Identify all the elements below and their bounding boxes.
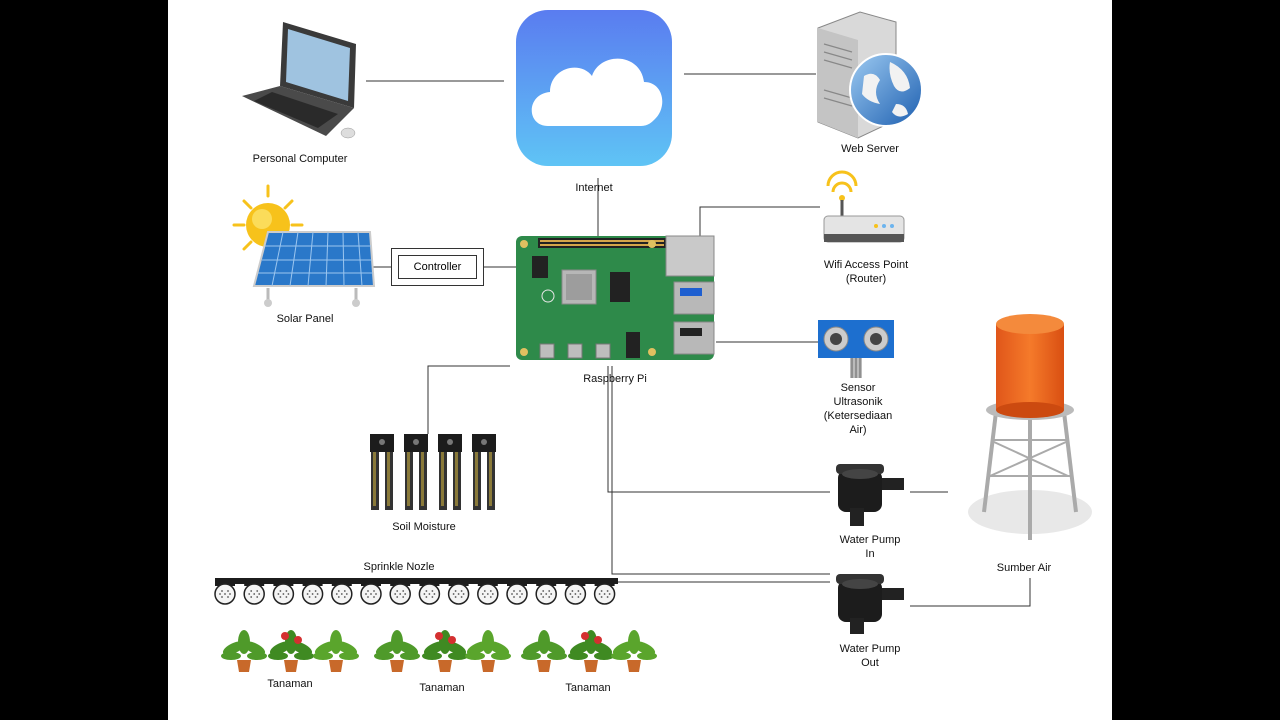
line-pi-pump-out: [611, 366, 830, 575]
label-sensor-line3: (Ketersediaan: [823, 410, 893, 422]
connection-lines: [366, 73, 1031, 607]
plant-7: [521, 630, 567, 672]
soil-probe-4: [472, 434, 496, 510]
plant-5: [422, 630, 468, 672]
label-raspberry-pi: Raspberry Pi: [583, 373, 647, 385]
plant-2: [268, 630, 314, 672]
nozzle-10: [477, 578, 499, 605]
plant-3: [313, 630, 359, 672]
label-internet: Internet: [575, 182, 613, 194]
nozzle-14: [593, 578, 616, 605]
label-water-pump-in: Water Pump In: [820, 533, 920, 561]
plant-1: [221, 630, 267, 672]
server-globe-icon: [817, 11, 923, 139]
label-sprinkle-nozzle: Sprinkle Nozle: [363, 561, 435, 573]
plant-9: [611, 630, 657, 672]
sprinkler-nozzle-row: [214, 578, 618, 605]
plant-row: [221, 630, 657, 672]
label-wifi-line2: (Router): [845, 273, 887, 285]
plant-6: [465, 630, 511, 672]
label-tanaman-2: Tanaman: [419, 682, 465, 694]
ultrasonic-sensor-icon: [818, 320, 894, 378]
label-solar-panel: Solar Panel: [276, 313, 334, 325]
water-pump-in-icon: [836, 464, 904, 526]
label-pump-out-line2: Out: [861, 657, 879, 669]
label-sensor-line2: Ultrasonik: [833, 396, 883, 408]
nozzle-7: [389, 578, 411, 605]
label-soil-moisture: Soil Moisture: [392, 521, 456, 533]
nozzle-3: [272, 578, 295, 605]
diagram-svg: [214, 10, 1092, 672]
soil-probe-3: [438, 434, 462, 510]
laptop-icon: [242, 22, 356, 139]
line-pi-router: [699, 206, 820, 236]
nozzle-6: [360, 578, 382, 605]
label-sumber-air: Sumber Air: [996, 562, 1052, 574]
nozzle-5: [331, 578, 353, 605]
line-pi-soil: [427, 365, 510, 434]
plant-8: [568, 630, 614, 672]
cloud-icon: [516, 10, 672, 166]
nozzle-13: [564, 578, 587, 605]
nozzle-4: [301, 578, 324, 605]
label-wifi-line1: Wifi Access Point: [823, 259, 909, 271]
label-sensor-line4: Air): [849, 424, 867, 436]
label-water-pump-out: Water Pump Out: [820, 642, 920, 670]
label-tanaman-3: Tanaman: [565, 682, 611, 694]
label-ultrasonic-sensor: Sensor Ultrasonik (Ketersediaan Air): [808, 381, 908, 437]
soil-probe-1: [370, 434, 394, 510]
nozzle-1: [214, 578, 236, 605]
nozzle-12: [535, 578, 557, 605]
solar-panel-icon: [252, 231, 376, 307]
diagram-canvas: Controller Personal Computer Internet We…: [168, 0, 1112, 720]
label-web-server: Web Server: [841, 143, 899, 155]
controller-box: Controller: [391, 248, 484, 286]
plant-4: [374, 630, 420, 672]
label-tanaman-1: Tanaman: [267, 678, 313, 690]
label-pump-in-line1: Water Pump: [839, 534, 901, 546]
nozzle-8: [418, 578, 441, 605]
label-sensor-line1: Sensor: [840, 382, 876, 394]
label-pump-in-line2: In: [865, 548, 875, 560]
nozzle-9: [447, 578, 470, 605]
water-pump-out-icon: [836, 574, 904, 634]
label-wifi-access-point: Wifi Access Point (Router): [804, 258, 928, 286]
soil-probe-2: [404, 434, 428, 510]
nozzle-2: [243, 578, 265, 605]
raspberry-pi-board: [516, 235, 715, 360]
label-pump-out-line1: Water Pump: [839, 643, 901, 655]
controller-label: Controller: [398, 255, 477, 279]
water-tower-icon: [968, 314, 1092, 540]
line-pump-out-tower: [910, 578, 1031, 607]
wifi-router-icon: [823, 170, 905, 243]
soil-moisture-sensor-icon: [370, 434, 496, 510]
line-pi-pump-in: [607, 366, 830, 493]
nozzle-11: [506, 578, 528, 605]
label-personal-computer: Personal Computer: [252, 153, 348, 165]
